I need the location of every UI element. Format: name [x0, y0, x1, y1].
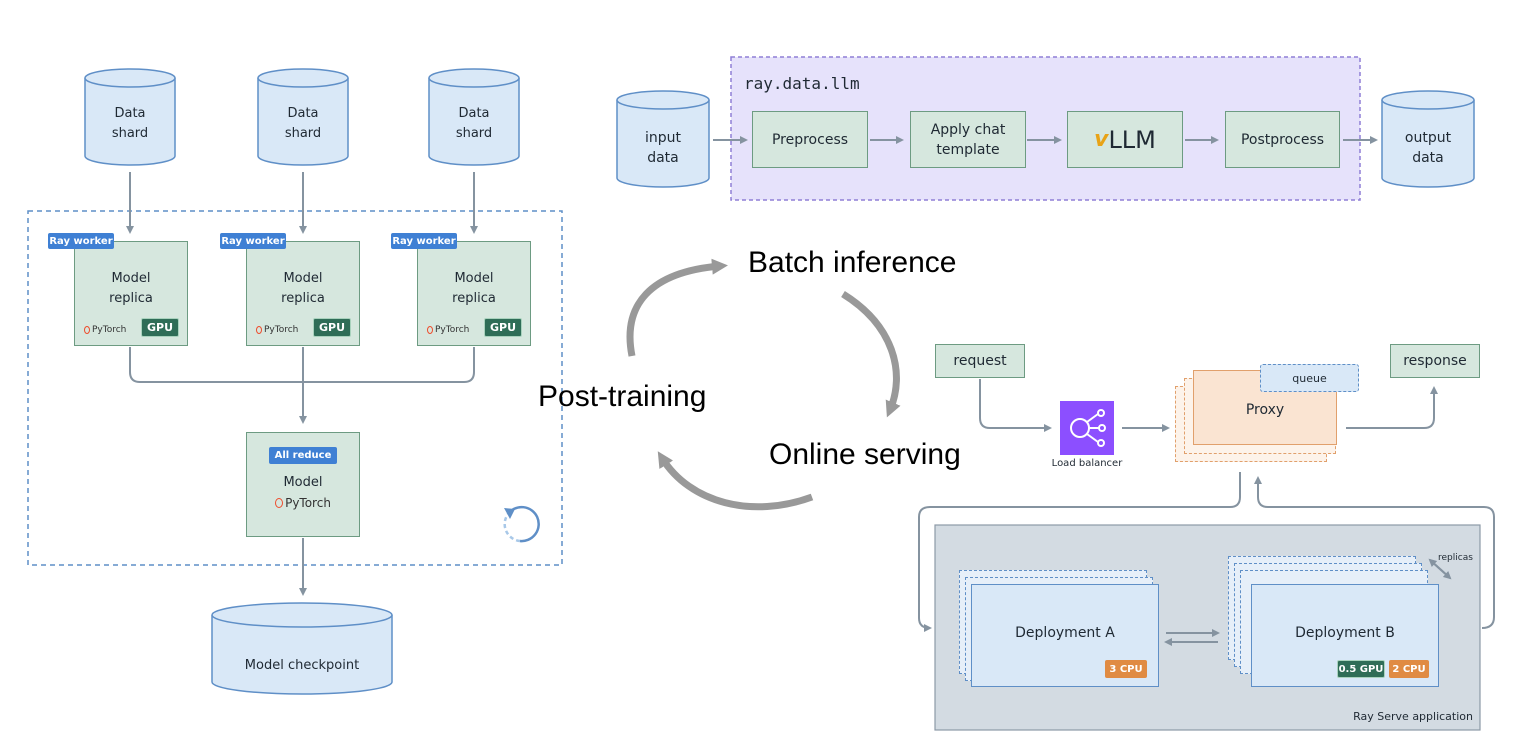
deploy-b-proxy-arrow: [1254, 476, 1495, 629]
proxy-label: Proxy: [1245, 401, 1285, 418]
model-box: Model PyTorch: [246, 432, 360, 537]
input-data-cylinder: [616, 90, 710, 188]
data-shard-cylinder: [428, 68, 520, 166]
pytorch-text: PyTorch: [285, 496, 331, 510]
deployment-b-cpu-badge: 2 CPU: [1389, 660, 1429, 678]
data-shard-label: Data shard: [111, 106, 149, 141]
model-replica-label: Model replica: [452, 270, 496, 306]
request-box: request: [935, 344, 1025, 378]
deployment-a-cpu-badge: 3 CPU: [1105, 660, 1147, 678]
replicas-arrow: [1428, 558, 1451, 579]
pytorch-icon: [427, 326, 433, 334]
replicas-label: replicas: [1438, 553, 1473, 563]
pytorch-text: PyTorch: [92, 325, 127, 335]
data-shard-label: Data shard: [455, 106, 493, 141]
deployment-a-label: Deployment A: [1015, 624, 1115, 641]
deployment-b-label: Deployment B: [1295, 624, 1395, 641]
model-checkpoint-label: Model checkpoint: [244, 657, 360, 673]
deployment-b-gpu-badge: 0.5 GPU: [1337, 660, 1385, 678]
vllm-label: LLM: [1108, 125, 1156, 154]
gpu-badge: GPU: [313, 318, 351, 337]
cycle-arrow: [841, 291, 901, 418]
postprocess-step: Postprocess: [1225, 111, 1340, 168]
ray-worker-tag: Ray worker: [48, 233, 114, 249]
refresh-icon: [503, 505, 540, 543]
output-data-cylinder: [1381, 90, 1475, 188]
ray-data-llm-title: ray.data.llm: [744, 74, 860, 93]
output-data-label: output data: [1404, 130, 1452, 166]
all-reduce-tag: All reduce: [269, 447, 337, 464]
preprocess-step: Preprocess: [752, 111, 868, 168]
pytorch-icon: [275, 498, 284, 508]
apply-chat-template-step: Apply chat template: [910, 111, 1026, 168]
batch-inference-label: Batch inference: [748, 246, 957, 279]
ray-worker-tag: Ray worker: [391, 233, 457, 249]
response-arrow: [1346, 386, 1438, 429]
pytorch-logo: PyTorch: [256, 325, 298, 335]
input-data-label: input data: [644, 130, 681, 166]
pytorch-logo: PyTorch: [84, 325, 126, 335]
pytorch-logo: PyTorch: [427, 325, 469, 335]
pytorch-text: PyTorch: [264, 325, 299, 335]
model-replica-label: Model replica: [281, 270, 325, 306]
request-arrow: [979, 379, 1052, 432]
load-balancer-icon: [1060, 401, 1114, 455]
response-box: response: [1390, 344, 1480, 378]
online-serving-label: Online serving: [769, 438, 961, 471]
load-balancer-label: Load balancer: [1051, 458, 1123, 469]
ray-serve-app-label: Ray Serve application: [1353, 710, 1473, 723]
vllm-step: v LLM: [1067, 111, 1183, 168]
pytorch-icon: [256, 326, 262, 334]
data-shard-cylinder: [257, 68, 349, 166]
gpu-badge: GPU: [484, 318, 522, 337]
model-label: Model: [283, 475, 323, 490]
deployment-a-box: Deployment A: [971, 584, 1159, 687]
data-shard-label: Data shard: [284, 106, 322, 141]
model-replica-label: Model replica: [109, 270, 153, 306]
cycle-arrow: [626, 258, 728, 357]
pytorch-logo: PyTorch: [275, 496, 331, 510]
queue-box: queue: [1260, 364, 1359, 392]
vllm-v-icon: v: [1094, 127, 1109, 152]
gpu-badge: GPU: [141, 318, 179, 337]
cycle-arrow: [657, 451, 814, 511]
pytorch-text: PyTorch: [435, 325, 470, 335]
model-replica-box: Model replica: [417, 241, 531, 346]
pytorch-icon: [84, 326, 90, 334]
ray-worker-tag: Ray worker: [220, 233, 286, 249]
proxy-deploy-a-arrow: [918, 472, 1241, 632]
data-shard-cylinder: [84, 68, 176, 166]
post-training-label: Post-training: [538, 380, 707, 413]
checkpoint-cylinder: [211, 602, 393, 695]
training-frame: [27, 210, 563, 566]
